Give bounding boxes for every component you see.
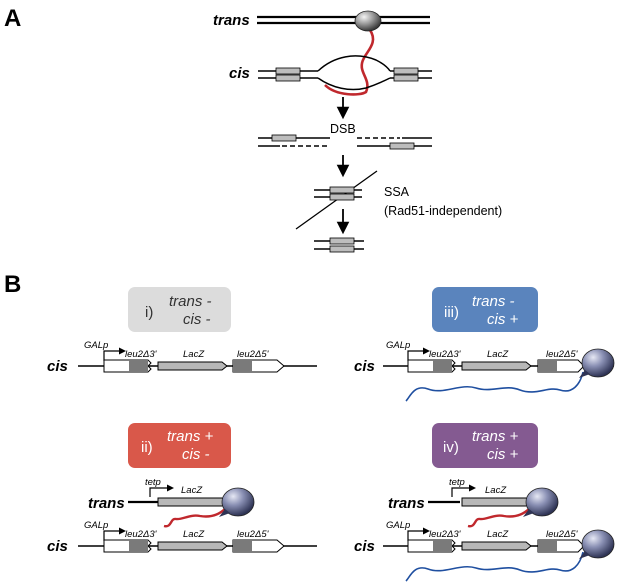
trans-label-a: trans — [213, 12, 250, 29]
construct-ii-leu2d5: leu2Δ5' — [237, 529, 270, 540]
box-iii-line1: trans - — [472, 293, 515, 310]
box-iv-line1: trans + — [472, 428, 519, 445]
ssa-sub-label: (Rad51-independent) — [384, 204, 502, 218]
red-rna-ii — [163, 507, 227, 528]
construct-iv-lacz-trans: LacZ — [485, 485, 507, 496]
box-i-numeral: i) — [145, 304, 153, 321]
construct-ii: trans tetp LacZ cis GALp leu2Δ3' LacZ le… — [47, 477, 317, 555]
box-iii-numeral: iii) — [444, 304, 459, 321]
construct-i-leu2d5: leu2Δ5' — [237, 349, 270, 360]
protein-a — [354, 10, 382, 32]
construct-ii-cis-label: cis — [47, 538, 68, 555]
ssa-dna — [295, 170, 378, 230]
protein-iii — [581, 348, 615, 378]
construct-ii-trans-label: trans — [88, 495, 125, 512]
box-iii-line2: cis + — [487, 311, 519, 328]
condition-box-ii: ii) trans + cis - — [128, 423, 231, 468]
construct-iii: cis GALp leu2Δ3' LacZ leu2Δ5' — [354, 340, 615, 402]
construct-ii-lacz-cis: LacZ — [183, 529, 205, 540]
construct-iii-galp: GALp — [386, 340, 410, 351]
cis-dna-a — [258, 55, 432, 91]
cis-label-a: cis — [229, 65, 250, 82]
red-rna-iv — [467, 507, 531, 528]
construct-iii-leu2d5: leu2Δ5' — [546, 349, 579, 360]
construct-iii-cis-label: cis — [354, 358, 375, 375]
box-ii-line2: cis - — [182, 446, 210, 463]
construct-iii-leu2d3: leu2Δ3' — [429, 349, 462, 360]
construct-iii-lacz: LacZ — [487, 349, 509, 360]
construct-iv-galp: GALp — [386, 520, 410, 531]
condition-box-iii: iii) trans - cis + — [432, 287, 538, 332]
construct-iv-lacz-cis: LacZ — [487, 529, 509, 540]
construct-iv-cis-label: cis — [354, 538, 375, 555]
protein-iv-cis — [581, 529, 615, 559]
dsb-label: DSB — [330, 122, 356, 136]
construct-i-galp: GALp — [84, 340, 108, 351]
box-i-line2: cis - — [183, 311, 211, 328]
construct-ii-galp: GALp — [84, 520, 108, 531]
box-ii-line1: trans + — [167, 428, 214, 445]
box-iv-numeral: iv) — [443, 439, 459, 456]
construct-i-cis-label: cis — [47, 358, 68, 375]
dsb-dna — [258, 134, 432, 150]
panel-a-letter: A — [4, 5, 21, 32]
construct-i-leu2d3: leu2Δ3' — [125, 349, 158, 360]
construct-iv-tetp: tetp — [449, 477, 465, 488]
protein-iv-trans — [525, 487, 559, 517]
box-iv-line2: cis + — [487, 446, 519, 463]
blue-rna-iv — [405, 551, 584, 582]
construct-ii-tetp: tetp — [145, 477, 161, 488]
box-ii-numeral: ii) — [141, 439, 153, 456]
construct-ii-lacz-trans: LacZ — [181, 485, 203, 496]
ssa-label: SSA — [384, 185, 410, 199]
construct-iv-leu2d5: leu2Δ5' — [546, 529, 579, 540]
construct-i: cis GALp leu2Δ3' LacZ leu2Δ5' — [47, 340, 317, 375]
construct-ii-leu2d3: leu2Δ3' — [125, 529, 158, 540]
box-i-line1: trans - — [169, 293, 212, 310]
trans-dna — [257, 15, 430, 25]
construct-i-lacz: LacZ — [183, 349, 205, 360]
construct-iv: trans tetp LacZ cis GALp leu2Δ3' LacZ le… — [354, 477, 615, 582]
construct-iv-leu2d3: leu2Δ3' — [429, 529, 462, 540]
protein-ii — [221, 487, 255, 517]
rna-strand-a — [324, 29, 375, 96]
panel-b-letter: B — [4, 271, 21, 298]
blue-rna-iii — [405, 371, 584, 402]
construct-iv-trans-label: trans — [388, 495, 425, 512]
condition-box-iv: iv) trans + cis + — [432, 423, 538, 468]
ssa-product — [314, 237, 364, 253]
condition-box-i: i) trans - cis - — [128, 287, 231, 332]
